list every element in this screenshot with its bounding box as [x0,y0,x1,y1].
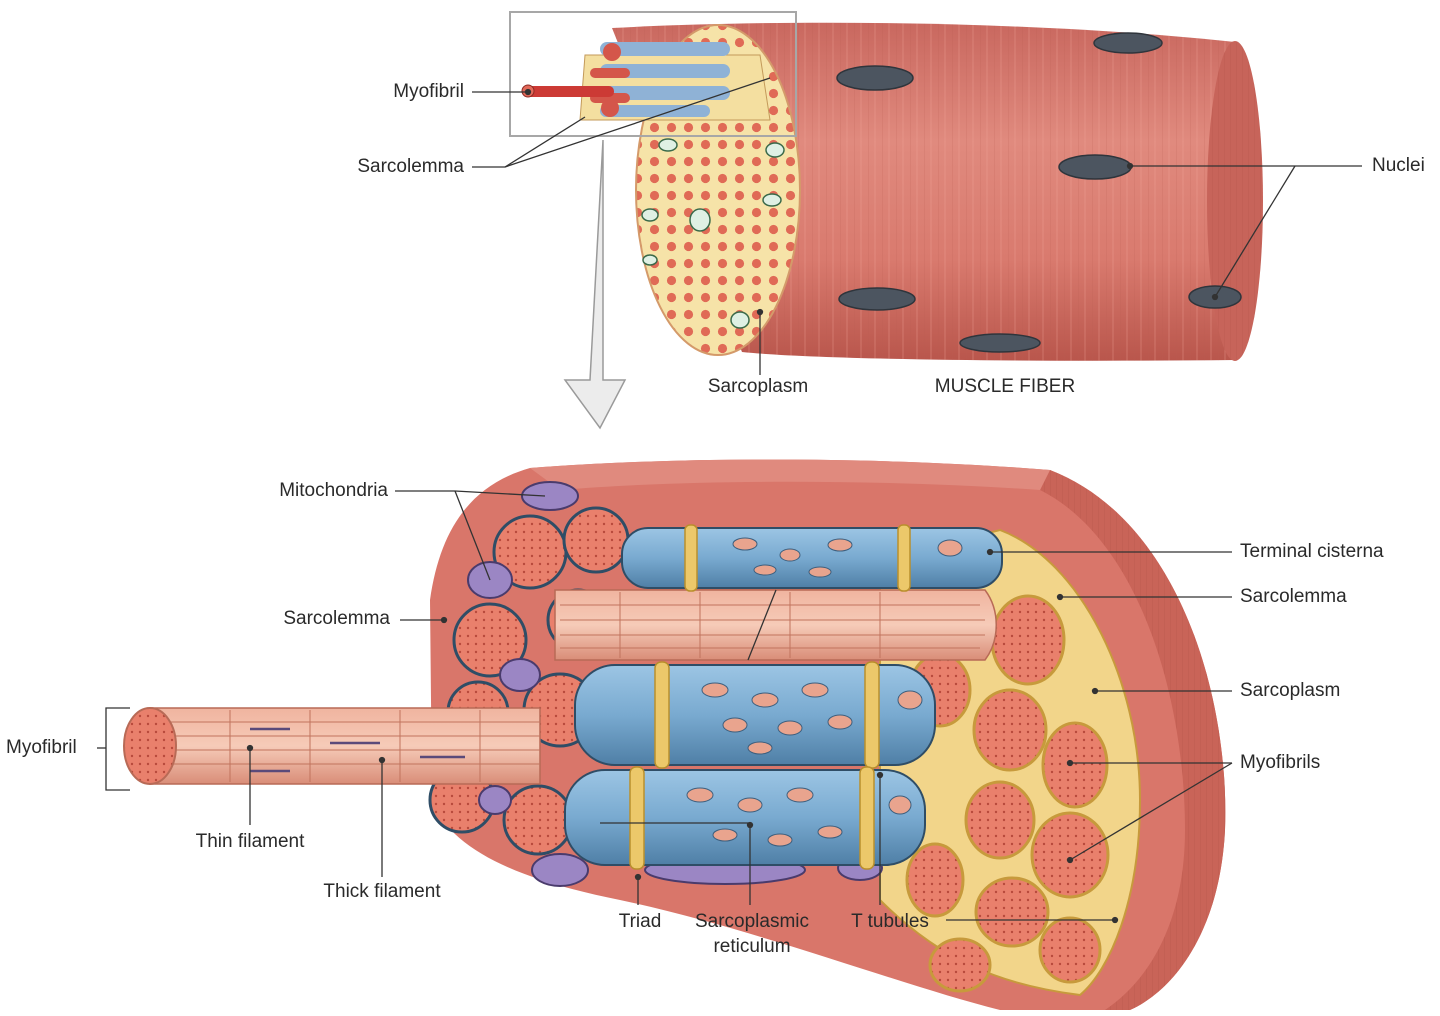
nucleus [836,65,914,91]
nucleus [1093,32,1163,54]
label-sarcoplasm-bottom: Sarcoplasm [1240,680,1341,701]
label-nuclei: Nuclei [1372,155,1425,176]
label-mitochondria: Mitochondria [279,480,388,501]
label-thick-filament: Thick filament [323,881,441,902]
bottom-muscle-fiber-detail [123,459,1226,1010]
label-thin-filament: Thin filament [195,831,305,852]
bottom-leader-lines [97,490,1233,924]
sarcoplasmic-reticulum-rows [564,524,1003,870]
mitochondrion [478,785,512,815]
label-myofibrils: Myofibrils [1240,752,1321,773]
mitochondrion [499,658,541,692]
zoom-arrow [563,139,627,430]
label-sarcolemma-right: Sarcolemma [1240,586,1347,607]
extracted-myofibril-rod [123,707,541,785]
label-muscle-fiber: MUSCLE FIBER [934,376,1076,397]
label-sarcoplasmic-reticulum-line1: Sarcoplasmic [694,911,810,932]
nucleus [959,333,1041,353]
label-terminal-cisterna: Terminal cisterna [1240,541,1384,562]
zoom-highlight-box [509,11,797,137]
label-sarcoplasm-top: Sarcoplasm [707,376,809,397]
label-myofibril-top: Myofibril [393,81,464,102]
top-muscle-fiber [509,11,1263,430]
label-triad: Triad [618,911,662,932]
label-myofibril-bottom: Myofibril [6,737,77,758]
mitochondrion [521,481,579,511]
extracted-myofibril-bundle [521,42,771,121]
mitochondrion [531,853,589,887]
nucleus [838,287,916,311]
label-sarcolemma-left: Sarcolemma [283,608,390,629]
top-leader-lines [472,77,1362,375]
label-sarcoplasmic-reticulum-line2: reticulum [713,936,791,957]
label-sarcolemma-top: Sarcolemma [357,156,464,177]
label-t-tubules: T tubules [851,911,929,932]
nucleus [1058,154,1132,180]
